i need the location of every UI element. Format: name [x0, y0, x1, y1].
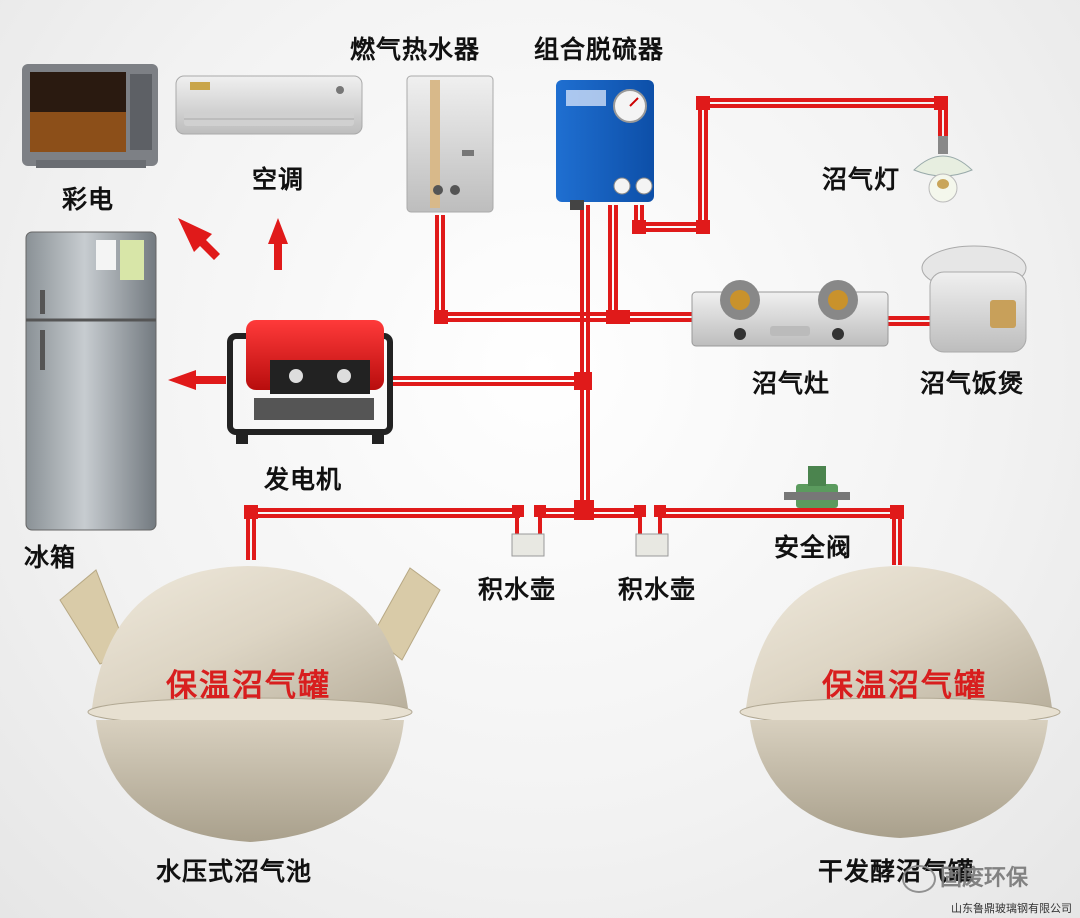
water-heater-label: 燃气热水器	[350, 35, 481, 64]
generator-label: 发电机	[264, 465, 343, 494]
water-trap-icon	[511, 533, 669, 557]
water-heater-icon	[406, 75, 494, 213]
rice-cooker-icon	[921, 245, 1027, 353]
right-biogas-tank	[739, 566, 1061, 838]
lamp-label: 沼气灯	[822, 165, 901, 194]
watermark: 固废环保	[902, 860, 1028, 893]
gas-stove-icon	[691, 280, 889, 347]
left-biogas-tank	[59, 566, 441, 842]
watermark-text: 固废环保	[940, 866, 1029, 891]
tank-right-text: 保温沼气罐	[822, 668, 987, 704]
safety-valve-icon	[784, 466, 850, 508]
aircon-label: 空调	[252, 165, 305, 194]
rice-cooker-label: 沼气饭煲	[920, 369, 1025, 398]
desulfurizer-label: 组合脱硫器	[534, 35, 665, 64]
wechat-icon	[902, 865, 936, 893]
biogas-lamp-icon	[913, 136, 973, 203]
generator-icon	[227, 320, 393, 444]
refrigerator-icon	[25, 231, 157, 531]
trap-right-label: 积水壶	[618, 575, 697, 604]
tv-label: 彩电	[62, 185, 115, 214]
tank-left-text: 保温沼气罐	[166, 668, 331, 704]
fridge-label: 冰箱	[24, 543, 77, 572]
tv-icon	[22, 64, 158, 168]
tank-right-caption: 干发酵沼气罐	[818, 857, 975, 886]
stove-label: 沼气灶	[752, 369, 831, 398]
footer-company: 山东鲁鼎玻璃钢有限公司	[951, 902, 1072, 915]
desulfurizer-icon	[556, 80, 654, 210]
safety-valve-label: 安全阀	[774, 533, 853, 562]
air-conditioner-icon	[175, 75, 363, 135]
arrows	[168, 218, 288, 390]
trap-left-label: 积水壶	[478, 575, 557, 604]
pipe-joints	[244, 96, 948, 520]
tank-left-caption: 水压式沼气池	[156, 857, 313, 886]
